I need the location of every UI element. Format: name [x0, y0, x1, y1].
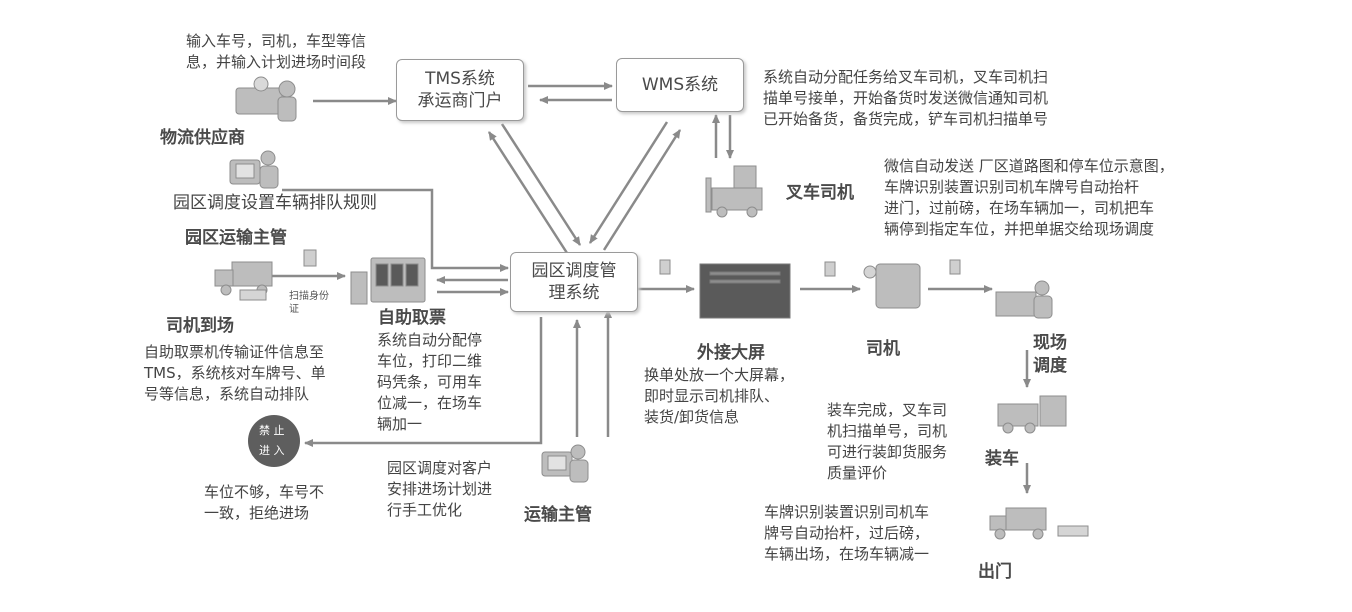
note-wechat: 微信自动发送 厂区道路图和停车位示意图， 车牌识别装置识别司机车牌号自动抬杆 进…	[884, 157, 1174, 238]
note-ticket-machine: 自助取票机传输证件信息至 TMS，系统核对车牌号、单 号等信息，系统自动排队	[144, 343, 326, 403]
loading-truck-icon	[997, 395, 1067, 434]
note-screen: 换单处放一个大屏幕， 即时显示司机排队、 装货/卸货信息	[644, 366, 795, 426]
note-park-rule: 园区调度设置车辆排队规则	[173, 193, 377, 213]
truck-arrive-icon	[214, 261, 273, 301]
role-supplier: 物流供应商	[160, 128, 245, 148]
driver-icon	[863, 263, 921, 309]
role-screen: 外接大屏	[697, 343, 765, 363]
no-entry-icon	[248, 415, 300, 467]
doc-icons	[659, 259, 961, 277]
role-forklift: 叉车司机	[786, 183, 854, 203]
forklift-icon	[705, 165, 763, 218]
arrow-park-tms	[487, 131, 569, 254]
transport-manager-icon	[541, 444, 589, 483]
role-loading: 装车	[985, 449, 1019, 469]
park-system-box: 园区调度管 理系统	[510, 252, 638, 312]
supplier-icon	[235, 76, 297, 122]
onsite-dispatch-icon	[995, 280, 1053, 319]
note-wms: 系统自动分配任务给叉车司机，叉车司机扫 描单号接单，开始备货时发送微信通知司机 …	[763, 68, 1049, 128]
id-card-icon	[303, 249, 317, 267]
role-driver-arrive: 司机到场	[166, 316, 234, 336]
role-park-transport: 园区运输主管	[185, 228, 287, 248]
wms-system-box: WMS系统	[616, 58, 744, 112]
big-screen-icon	[699, 263, 791, 319]
note-reject: 车位不够，车号不 一致，拒绝进场	[204, 483, 325, 522]
no-entry-bottom-text: 进 入	[259, 444, 285, 457]
note-manual-opt: 园区调度对客户 安排进场计划进 行手工优化	[387, 459, 493, 519]
arrow-park-reject	[304, 317, 543, 447]
arrow-wms-park	[588, 121, 669, 244]
note-supplier-input: 输入车号，司机，车型等信 息，并输入计划进场时间段	[186, 32, 367, 71]
arrow-tms-park	[500, 123, 582, 246]
ticket-kiosk-icon	[350, 257, 426, 305]
note-auto-assign: 系统自动分配停 车位，打印二维 码凭条，可用车 位减一，在场车 辆加一	[377, 331, 483, 433]
role-driver: 司机	[866, 339, 900, 359]
note-scan-id: 扫描身份 证	[289, 291, 329, 315]
role-transport-mgr: 运输主管	[524, 505, 592, 525]
role-self-ticket: 自助取票	[378, 308, 446, 328]
note-exit: 车牌识别装置识别司机车 牌号自动抬杆，过后磅， 车辆出场，在场车辆减一	[764, 503, 930, 563]
no-entry-top-text: 禁 止	[259, 424, 285, 437]
exit-truck-icon	[989, 507, 1089, 540]
arrow-supervisor-park	[282, 188, 509, 272]
arrow-park-wms	[602, 129, 682, 251]
role-onsite: 现场 调度	[1033, 333, 1067, 376]
note-loading-done: 装车完成，叉车司 机扫描单号，司机 可进行装卸货服务 质量评价	[827, 401, 948, 482]
tms-system-box: TMS系统 承运商门户	[396, 59, 524, 121]
role-exit: 出门	[978, 562, 1012, 582]
park-admin-icon	[229, 150, 279, 189]
